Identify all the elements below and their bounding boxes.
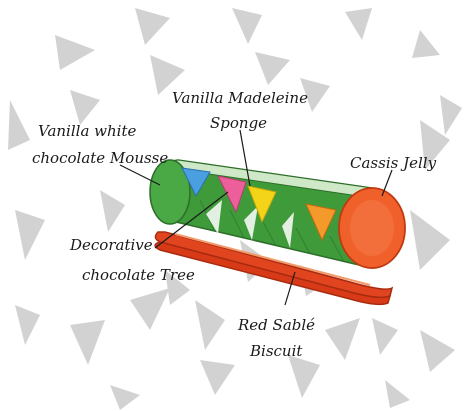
cassis-jelly — [339, 188, 405, 268]
label-jelly: Cassis Jelly — [350, 154, 437, 172]
label-tree-line2: chocolate Tree — [82, 266, 195, 284]
label-mousse-line1: Vanilla white — [38, 122, 136, 140]
label-mousse-line2: chocolate Mousse — [32, 149, 168, 167]
label-biscuit-line2: Biscuit — [249, 342, 303, 360]
label-tree-line1: Decorative — [69, 236, 153, 254]
label-sponge-line1: Vanilla Madeleine — [172, 89, 308, 107]
label-biscuit-line1: Red Sablé — [237, 316, 315, 334]
label-sponge-line2: Sponge — [210, 114, 267, 132]
